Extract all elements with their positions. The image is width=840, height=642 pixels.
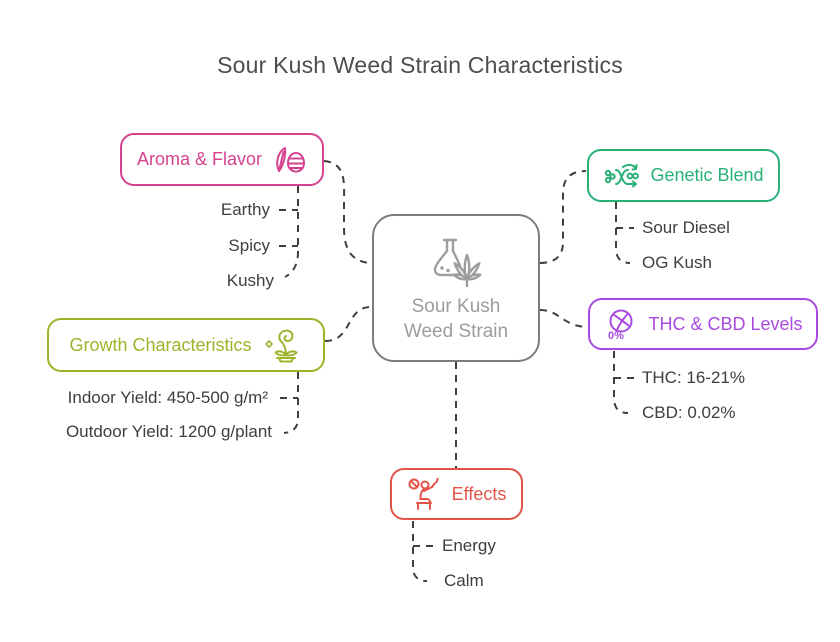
aroma-item-kushy: Kushy	[226, 271, 274, 290]
branch-label-aroma: Aroma & Flavor	[136, 149, 263, 169]
page-title: Sour Kush Weed Strain Characteristics	[217, 52, 623, 78]
seed-percent-icon: 0%	[608, 309, 633, 341]
effects-item-calm: Calm	[444, 571, 484, 590]
connector-effects-items	[412, 521, 428, 582]
center-node-label-line2: Weed Strain	[403, 320, 509, 342]
connector-center-genetic	[539, 170, 587, 264]
relaxed-person-icon	[408, 477, 439, 510]
branch-label-genetic: Genetic Blend	[650, 165, 764, 185]
center-node-label-line1: Sour Kush	[411, 295, 501, 317]
effects-item-energy: Energy	[442, 536, 496, 555]
genetic-item-og-kush: OG Kush	[642, 253, 712, 272]
growth-item-indoor-yield: Indoor Yield: 450-500 g/m²	[67, 388, 268, 407]
thc-item-cbd-level: CBD: 0.02%	[642, 403, 736, 422]
branch-label-effects: Effects	[451, 483, 507, 504]
center-node-label: Sour Kush Weed Strain	[404, 294, 508, 344]
connector-growth-center	[324, 306, 372, 342]
connector-genetic-items	[615, 202, 631, 264]
seed-percent-badge: 0%	[608, 330, 624, 341]
branch-label-thc: THC & CBD Levels	[648, 313, 803, 334]
connector-aroma-center	[323, 160, 372, 264]
branch-label-growth: Growth Characteristics	[69, 334, 252, 355]
branch-node-growth-characteristics: Growth Characteristics	[47, 318, 325, 372]
center-node-sour-kush: Sour Kush Weed Strain	[372, 214, 540, 362]
connector-thc-items	[613, 351, 629, 414]
branch-node-effects: Effects	[390, 468, 523, 520]
aroma-item-spicy: Spicy	[228, 236, 270, 255]
branch-node-genetic-blend: Genetic Blend	[587, 149, 780, 202]
flask-cannabis-icon	[433, 238, 482, 287]
feather-hop-icon	[276, 146, 306, 172]
genetic-blend-icon	[605, 163, 640, 187]
genetic-item-sour-diesel: Sour Diesel	[642, 218, 730, 237]
sprout-icon	[264, 329, 298, 363]
aroma-item-earthy: Earthy	[220, 200, 270, 219]
thc-item-thc-level: THC: 16-21%	[642, 368, 745, 387]
growth-item-outdoor-yield: Outdoor Yield: 1200 g/plant	[65, 422, 272, 441]
connector-aroma-items	[284, 186, 299, 278]
branch-node-aroma-flavor: Aroma & Flavor	[120, 133, 324, 186]
connector-growth-items	[283, 372, 299, 434]
connector-center-thc	[539, 309, 588, 328]
branch-node-thc-cbd-levels: 0% THC & CBD Levels	[588, 298, 818, 350]
